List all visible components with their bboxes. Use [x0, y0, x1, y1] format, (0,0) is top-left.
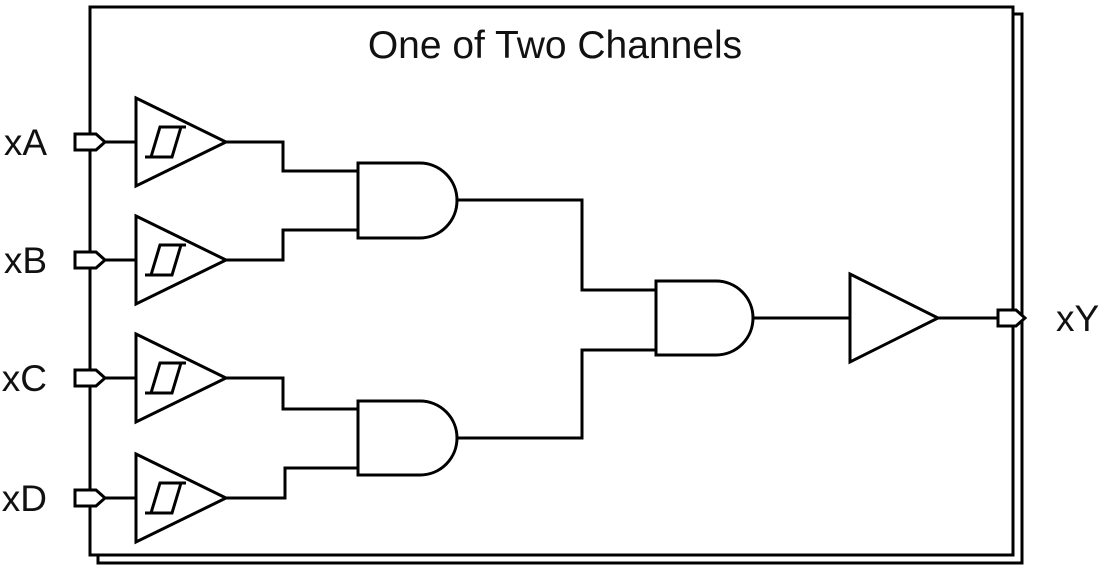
output-buffer — [848, 271, 942, 365]
input-label-xc: xC — [2, 358, 47, 399]
wire-buffer-a-to-and-ab — [226, 140, 358, 173]
wire-and-cd-to-final — [457, 348, 656, 440]
schmitt-buffer-d — [134, 451, 230, 545]
input-pin-xd — [73, 488, 108, 508]
wire-buffer-c-to-and-cd — [226, 376, 358, 411]
schmitt-buffer-c — [134, 331, 230, 425]
input-label-xd: xD — [2, 478, 47, 519]
input-pin-xc — [73, 368, 108, 388]
buffer-triangle — [134, 95, 230, 189]
hysteresis-icon — [145, 481, 186, 515]
input-pin-xb — [73, 250, 108, 270]
hysteresis-icon — [145, 243, 186, 277]
buffer-triangle — [134, 451, 230, 545]
buffer-triangle — [134, 213, 230, 307]
buffer-triangle — [134, 331, 230, 425]
wire-and-ab-to-final — [457, 198, 656, 292]
channel-box — [88, 5, 1015, 557]
input-label-xb: xB — [4, 240, 47, 281]
and-gate-cd — [356, 399, 459, 477]
schmitt-buffer-b — [134, 213, 230, 307]
and-gate-final — [654, 279, 755, 357]
wire-buffer-b-to-and-ab — [226, 228, 358, 262]
wires — [103, 140, 1002, 500]
input-label-xa: xA — [4, 122, 48, 163]
input-pin-xa — [73, 132, 108, 152]
and-gate-ab — [356, 161, 459, 240]
hysteresis-icon — [145, 361, 186, 395]
schmitt-buffer-a — [134, 95, 230, 189]
wire-buffer-d-to-and-cd — [226, 466, 358, 500]
output-pin-xy — [996, 308, 1028, 328]
hysteresis-icon — [145, 125, 186, 159]
diagram-title: One of Two Channels — [368, 24, 742, 67]
output-label-xy: xY — [1056, 298, 1099, 339]
